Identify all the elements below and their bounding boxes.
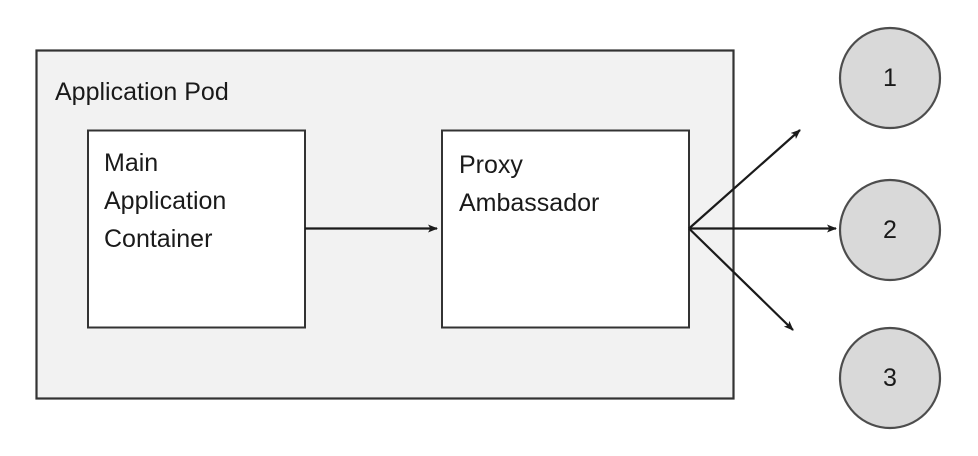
endpoint-2-label: 2 bbox=[883, 216, 897, 244]
endpoint-3-circle bbox=[838, 326, 942, 430]
endpoint-1-label: 1 bbox=[883, 64, 897, 92]
endpoint-1-circle bbox=[838, 26, 942, 130]
main-application-container-box bbox=[87, 129, 306, 329]
endpoint-3-label: 3 bbox=[883, 364, 897, 392]
application-pod-label: Application Pod bbox=[55, 78, 229, 106]
proxy-to-endpoint-3-arrow bbox=[688, 227, 794, 331]
proxy-ambassador-container-box bbox=[441, 129, 690, 329]
main-application-container-label: Main Application Container bbox=[104, 149, 227, 253]
endpoint-2-circle bbox=[838, 178, 942, 282]
proxy-ambassador-container-label: Proxy Ambassador bbox=[459, 151, 600, 217]
proxy-to-endpoint-1-arrow bbox=[688, 129, 801, 230]
